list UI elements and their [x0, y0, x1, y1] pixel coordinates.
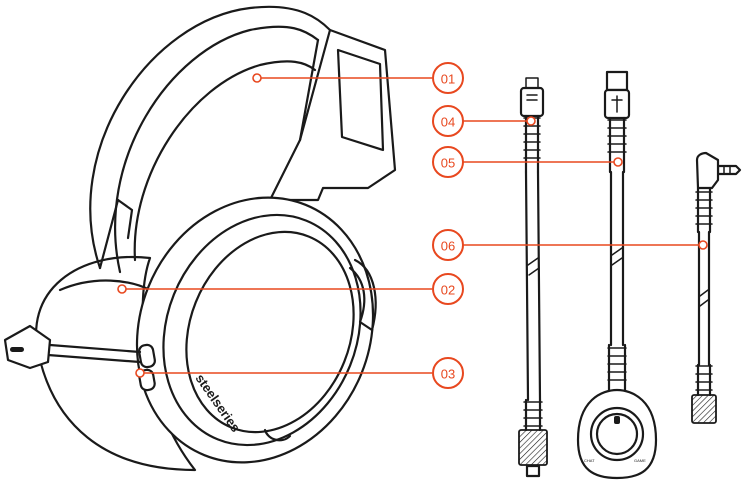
callout-point-05: [614, 158, 622, 166]
callout-point-04: [527, 117, 535, 125]
callout-point-02: [118, 285, 126, 293]
callout-label-01: 01: [441, 72, 455, 87]
svg-text:CHAT: CHAT: [584, 458, 595, 463]
headset: steelseries: [5, 7, 412, 491]
callout-point-06: [699, 241, 707, 249]
audio-jack-cable: [692, 153, 740, 423]
callout-02: 02: [433, 274, 463, 304]
callout-label-02: 02: [441, 283, 455, 298]
callout-03: 03: [433, 358, 463, 388]
micro-usb-cable: [519, 78, 547, 476]
callout-point-01: [253, 74, 261, 82]
callout-point-03: [136, 369, 144, 377]
callout-04: 04: [433, 106, 463, 136]
callout-label-06: 06: [441, 239, 455, 254]
callout-06: 06: [433, 230, 463, 260]
callout-label-03: 03: [441, 367, 455, 382]
usb-icon: [607, 72, 627, 90]
usb-cable: CHAT GAME: [578, 72, 656, 478]
svg-text:GAME: GAME: [634, 458, 646, 463]
callout-05: 05: [433, 147, 463, 177]
callout-label-05: 05: [441, 156, 455, 171]
micro-usb-icon: [526, 78, 538, 88]
callout-01: 01: [433, 63, 463, 93]
callout-label-04: 04: [441, 115, 455, 130]
audio-jack-icon: [718, 166, 740, 174]
